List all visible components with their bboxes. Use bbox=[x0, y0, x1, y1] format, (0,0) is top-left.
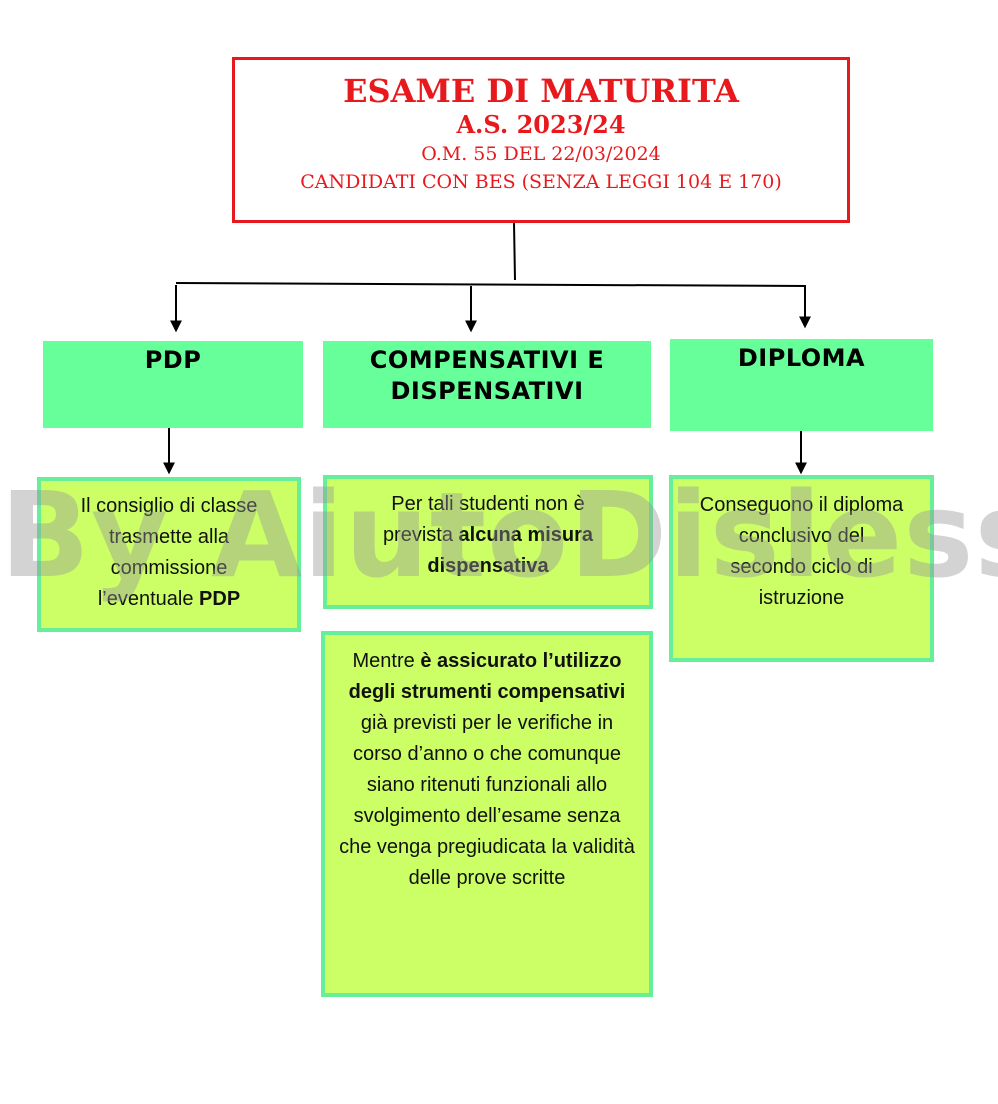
content-disp-text: Per tali studenti non è prevista bbox=[382, 493, 585, 546]
title-main: ESAME DI MATURITA bbox=[343, 72, 739, 110]
content-disp-bold: alcuna misura dispensativa bbox=[427, 524, 594, 577]
content-dispensativi: Per tali studenti non è prevista alcuna … bbox=[323, 475, 653, 609]
content-pdp-bold: PDP bbox=[199, 588, 241, 610]
horizontal-line bbox=[175, 282, 807, 287]
title-candidates: CANDIDATI CON BES (SENZA LEGGI 104 E 170… bbox=[300, 171, 782, 193]
content-pdp: Il consiglio di classe trasmette alla co… bbox=[37, 477, 301, 632]
content-diploma: Conseguono il diploma conclusivo del sec… bbox=[669, 475, 934, 662]
content-comp-text-end: già previsti per le verifiche in corso d… bbox=[339, 712, 635, 889]
title-box: ESAME DI MATURITA A.S. 2023/24 O.M. 55 D… bbox=[232, 57, 850, 223]
content-pdp-text: Il consiglio di classe trasmette alla co… bbox=[80, 495, 258, 610]
content-diploma-text: Conseguono il diploma conclusivo del sec… bbox=[699, 494, 904, 609]
trunk-line bbox=[513, 222, 516, 281]
heading-comp-line2: DISPENSATIVI bbox=[390, 377, 584, 405]
title-year: A.S. 2023/24 bbox=[456, 110, 626, 139]
heading-compensativi: COMPENSATIVI E DISPENSATIVI bbox=[323, 341, 651, 428]
content-comp-text-start: Mentre bbox=[352, 650, 421, 672]
watermark: By AiutoDislessia.net bbox=[0, 466, 998, 604]
content-comp-bold: è assicurato l’utilizzo degli strumenti … bbox=[348, 650, 626, 703]
title-ordinance: O.M. 55 DEL 22/03/2024 bbox=[421, 143, 661, 165]
content-compensativi: Mentre è assicurato l’utilizzo degli str… bbox=[321, 631, 653, 997]
heading-comp-line1: COMPENSATIVI E bbox=[369, 346, 605, 374]
heading-diploma-label: DIPLOMA bbox=[737, 344, 866, 372]
heading-diploma: DIPLOMA bbox=[670, 339, 933, 431]
heading-pdp: PDP bbox=[43, 341, 303, 428]
heading-pdp-label: PDP bbox=[144, 346, 202, 374]
